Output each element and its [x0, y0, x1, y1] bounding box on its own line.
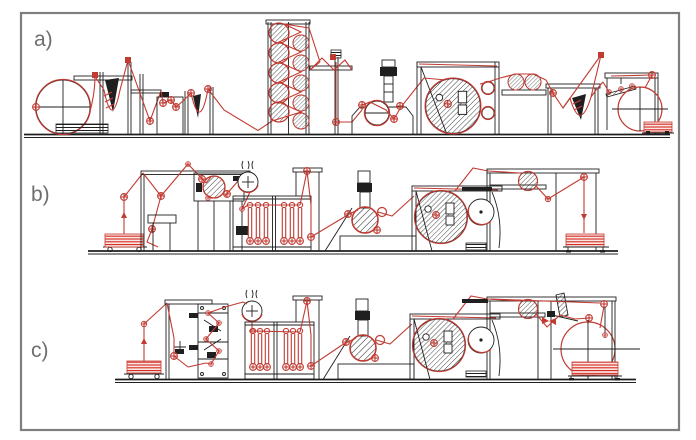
feed-pile-c: [124, 302, 168, 380]
scray-beam-a: [309, 49, 363, 135]
drying-drum-a: [416, 61, 547, 135]
entry-frame-b: [140, 161, 251, 251]
entry-frame-c: [164, 299, 213, 380]
guide-frame-a: [127, 59, 162, 135]
steam-can-c: [241, 289, 263, 334]
panel-label-b: b): [31, 183, 50, 206]
delivery-pile-b: [563, 233, 609, 253]
treatment-unit-1-a: [156, 90, 184, 135]
festoon-compensator-a: [545, 52, 604, 135]
drying-drum-c: [409, 295, 501, 380]
entry-jbox-a: [73, 57, 133, 135]
line-a: [24, 19, 674, 138]
steam-can-b: [237, 160, 259, 212]
panel-label-c: c): [31, 339, 49, 362]
coating-stack-c: [187, 301, 244, 379]
drying-tower-a: [265, 19, 321, 135]
exit-section-b: [462, 168, 600, 251]
coating-unit-c: [322, 298, 415, 380]
figure-border: [19, 11, 681, 432]
festoon-exit-frame-b: [292, 167, 352, 251]
feed-pile-b: [103, 172, 147, 253]
festoon-exit-frame-c: [292, 295, 343, 380]
guide-rollers-a: [501, 73, 547, 96]
line-c: [115, 289, 640, 383]
coating-unit-b: [324, 170, 417, 252]
batch-winder-c: [553, 301, 640, 381]
ground-line-a: [24, 133, 670, 138]
unwind-roll-a: [32, 78, 109, 136]
batch-winder-a: [602, 71, 674, 135]
exit-section-c: [462, 292, 617, 380]
treatment-unit-2-a: [182, 85, 273, 135]
line-b: [88, 160, 618, 255]
panel-label-a: a): [34, 28, 53, 51]
festoon-steamer-c: [244, 321, 315, 380]
ground-line-c: [115, 378, 636, 383]
coating-unit-a: [351, 59, 425, 135]
